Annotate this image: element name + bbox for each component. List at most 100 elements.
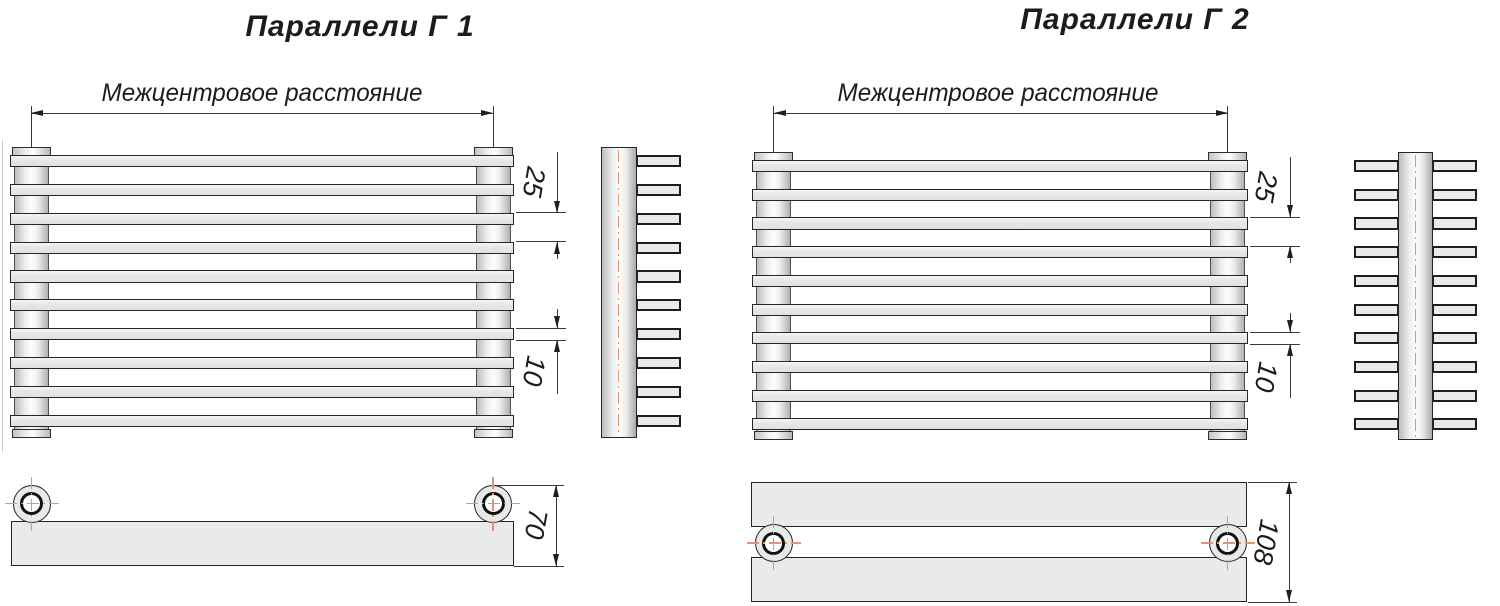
center-mark — [772, 516, 775, 570]
tube — [752, 303, 1248, 316]
extension-line — [516, 241, 566, 243]
dimension-arrow — [553, 340, 560, 353]
tube — [10, 155, 514, 168]
tube — [10, 270, 514, 283]
extension-line — [516, 212, 566, 214]
dimension-line — [555, 485, 557, 566]
tube-stub — [636, 356, 681, 370]
tube — [10, 414, 514, 427]
tube-stub — [1354, 217, 1399, 230]
dimension-line — [556, 152, 558, 213]
tube — [10, 356, 514, 370]
tube — [752, 188, 1248, 201]
tube-stub — [1432, 360, 1477, 374]
tube-stub — [636, 270, 681, 283]
collector-centerline — [1414, 155, 1416, 437]
tube-stub — [1354, 303, 1399, 316]
dimension-arrow — [552, 485, 559, 497]
extension-line — [516, 327, 566, 329]
center-distance-label: Межцентровое расстояние — [101, 79, 423, 107]
tube — [10, 241, 514, 254]
dimension-arrow — [1286, 344, 1293, 357]
center-distance-label: Межцентровое расстояние — [837, 79, 1159, 107]
page-edge-line — [2, 140, 3, 452]
extension-line — [1250, 331, 1300, 333]
tube — [752, 274, 1248, 287]
tube-stub — [1432, 389, 1477, 402]
tube-stub — [1354, 360, 1399, 374]
dimension-arrow — [1286, 320, 1293, 333]
collector-cap — [473, 429, 513, 438]
tube-stub — [1354, 274, 1399, 287]
dimension-arrow — [773, 109, 786, 116]
tube — [752, 217, 1248, 230]
extension-line — [1248, 481, 1297, 483]
dimension-arrow — [1286, 246, 1293, 259]
collector-cap — [754, 431, 793, 440]
tube — [10, 183, 514, 197]
tube-row-top-view — [11, 521, 514, 566]
tube-stub — [636, 212, 681, 225]
tube-stub — [1432, 332, 1477, 345]
dimension-arrow — [481, 109, 493, 116]
tube-stub — [1354, 389, 1399, 402]
collector-cap — [11, 429, 51, 438]
tube-stub — [636, 155, 681, 168]
tube-stub — [1432, 246, 1477, 259]
dimension-line — [773, 112, 1228, 114]
center-mark — [30, 476, 33, 531]
tube — [752, 389, 1248, 402]
extension-line — [494, 484, 564, 486]
tube-stub — [636, 183, 681, 197]
drawing-title: Параллели Г 2 — [1020, 3, 1250, 36]
tube-stub — [1432, 217, 1477, 230]
extension-line — [492, 106, 494, 147]
extension-line — [1250, 216, 1300, 218]
extension-line — [1227, 106, 1228, 152]
tube-row-top-view — [751, 482, 1247, 527]
tube — [10, 328, 514, 341]
extension-line — [30, 106, 32, 147]
dimension-arrow — [1285, 482, 1292, 494]
center-mark — [492, 476, 494, 531]
dimension-arrow — [553, 316, 560, 329]
extension-line — [1248, 601, 1297, 603]
dimension-line — [31, 112, 493, 114]
tube — [752, 418, 1248, 431]
tube-stub — [1432, 418, 1477, 431]
dimension-arrow — [31, 109, 43, 116]
collector-cap — [1208, 431, 1247, 440]
extension-line — [1250, 245, 1300, 247]
tube — [10, 385, 514, 398]
tube-stub — [636, 299, 681, 312]
dimension-line — [1289, 344, 1291, 398]
dimension-line — [1288, 482, 1290, 602]
tube-stub — [636, 414, 681, 427]
drawing-title: Параллели Г 1 — [245, 10, 475, 43]
tube — [752, 360, 1248, 374]
tube — [10, 212, 514, 225]
tube-stub — [1432, 160, 1477, 173]
dimension-arrow — [1285, 590, 1292, 602]
tube-stub — [1432, 274, 1477, 287]
tube — [752, 160, 1248, 173]
extension-line — [516, 339, 566, 341]
tube-stub — [1432, 303, 1477, 316]
tube-row-top-view — [751, 557, 1247, 602]
tube — [752, 246, 1248, 259]
dimension-arrow — [553, 200, 560, 213]
tube-stub — [1432, 188, 1477, 201]
dimension-arrow — [552, 554, 559, 566]
dimension-arrow — [553, 241, 560, 254]
center-mark — [1226, 516, 1229, 570]
tube — [752, 332, 1248, 345]
tube-stub — [636, 328, 681, 341]
tube-stub — [636, 241, 681, 254]
dimension-line — [1289, 157, 1291, 218]
tube-stub — [636, 385, 681, 398]
tube-stub — [1354, 188, 1399, 201]
extension-line — [1250, 343, 1300, 345]
dimension-arrow — [1286, 205, 1293, 218]
